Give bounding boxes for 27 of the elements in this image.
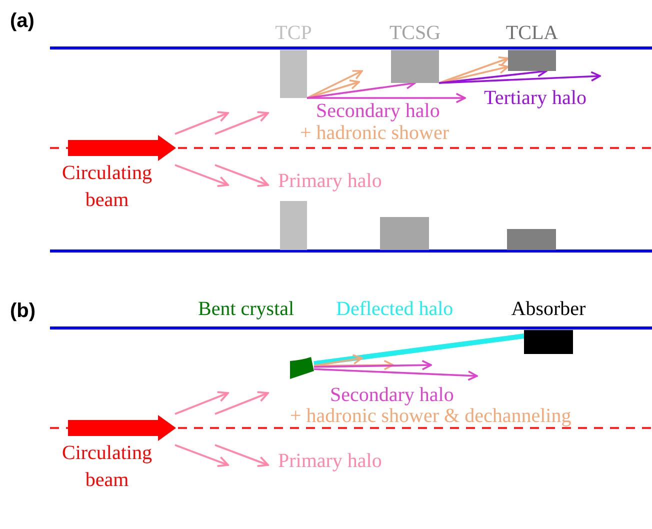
annotation-text: Primary halo [278,450,382,472]
arrow [307,92,466,104]
collimator-name: TCLA [506,22,558,44]
annotation-text: + hadronic shower & dechanneling [290,405,572,427]
arrow [306,70,363,99]
annotation-text: Circulating beam [61,161,153,213]
annotation-text: Tertiary halo [484,87,586,109]
annotation-text: Circulating beam [61,441,153,493]
collimator-name: TCSG [389,22,441,44]
annotation-text: Secondary halo [330,384,454,406]
arrow [314,354,363,367]
annotation-text: + hadronic shower [300,122,450,144]
arrow [438,71,601,84]
arrow [314,360,432,370]
annotation-text: Deflected halo [336,298,454,320]
arrow [314,360,394,370]
arrow [314,368,478,381]
collimator-name: TCP [275,22,312,44]
arrow [438,64,509,84]
annotation-text: Primary halo [278,170,382,192]
panel-letter: (a) [10,10,34,32]
annotation-text: Secondary halo [316,100,440,122]
arrow [438,56,509,84]
panel-letter: (b) [10,300,36,322]
beam-line [314,334,524,366]
annotation-text: Bent crystal [198,298,294,320]
collimator-name: Absorber [511,298,586,320]
